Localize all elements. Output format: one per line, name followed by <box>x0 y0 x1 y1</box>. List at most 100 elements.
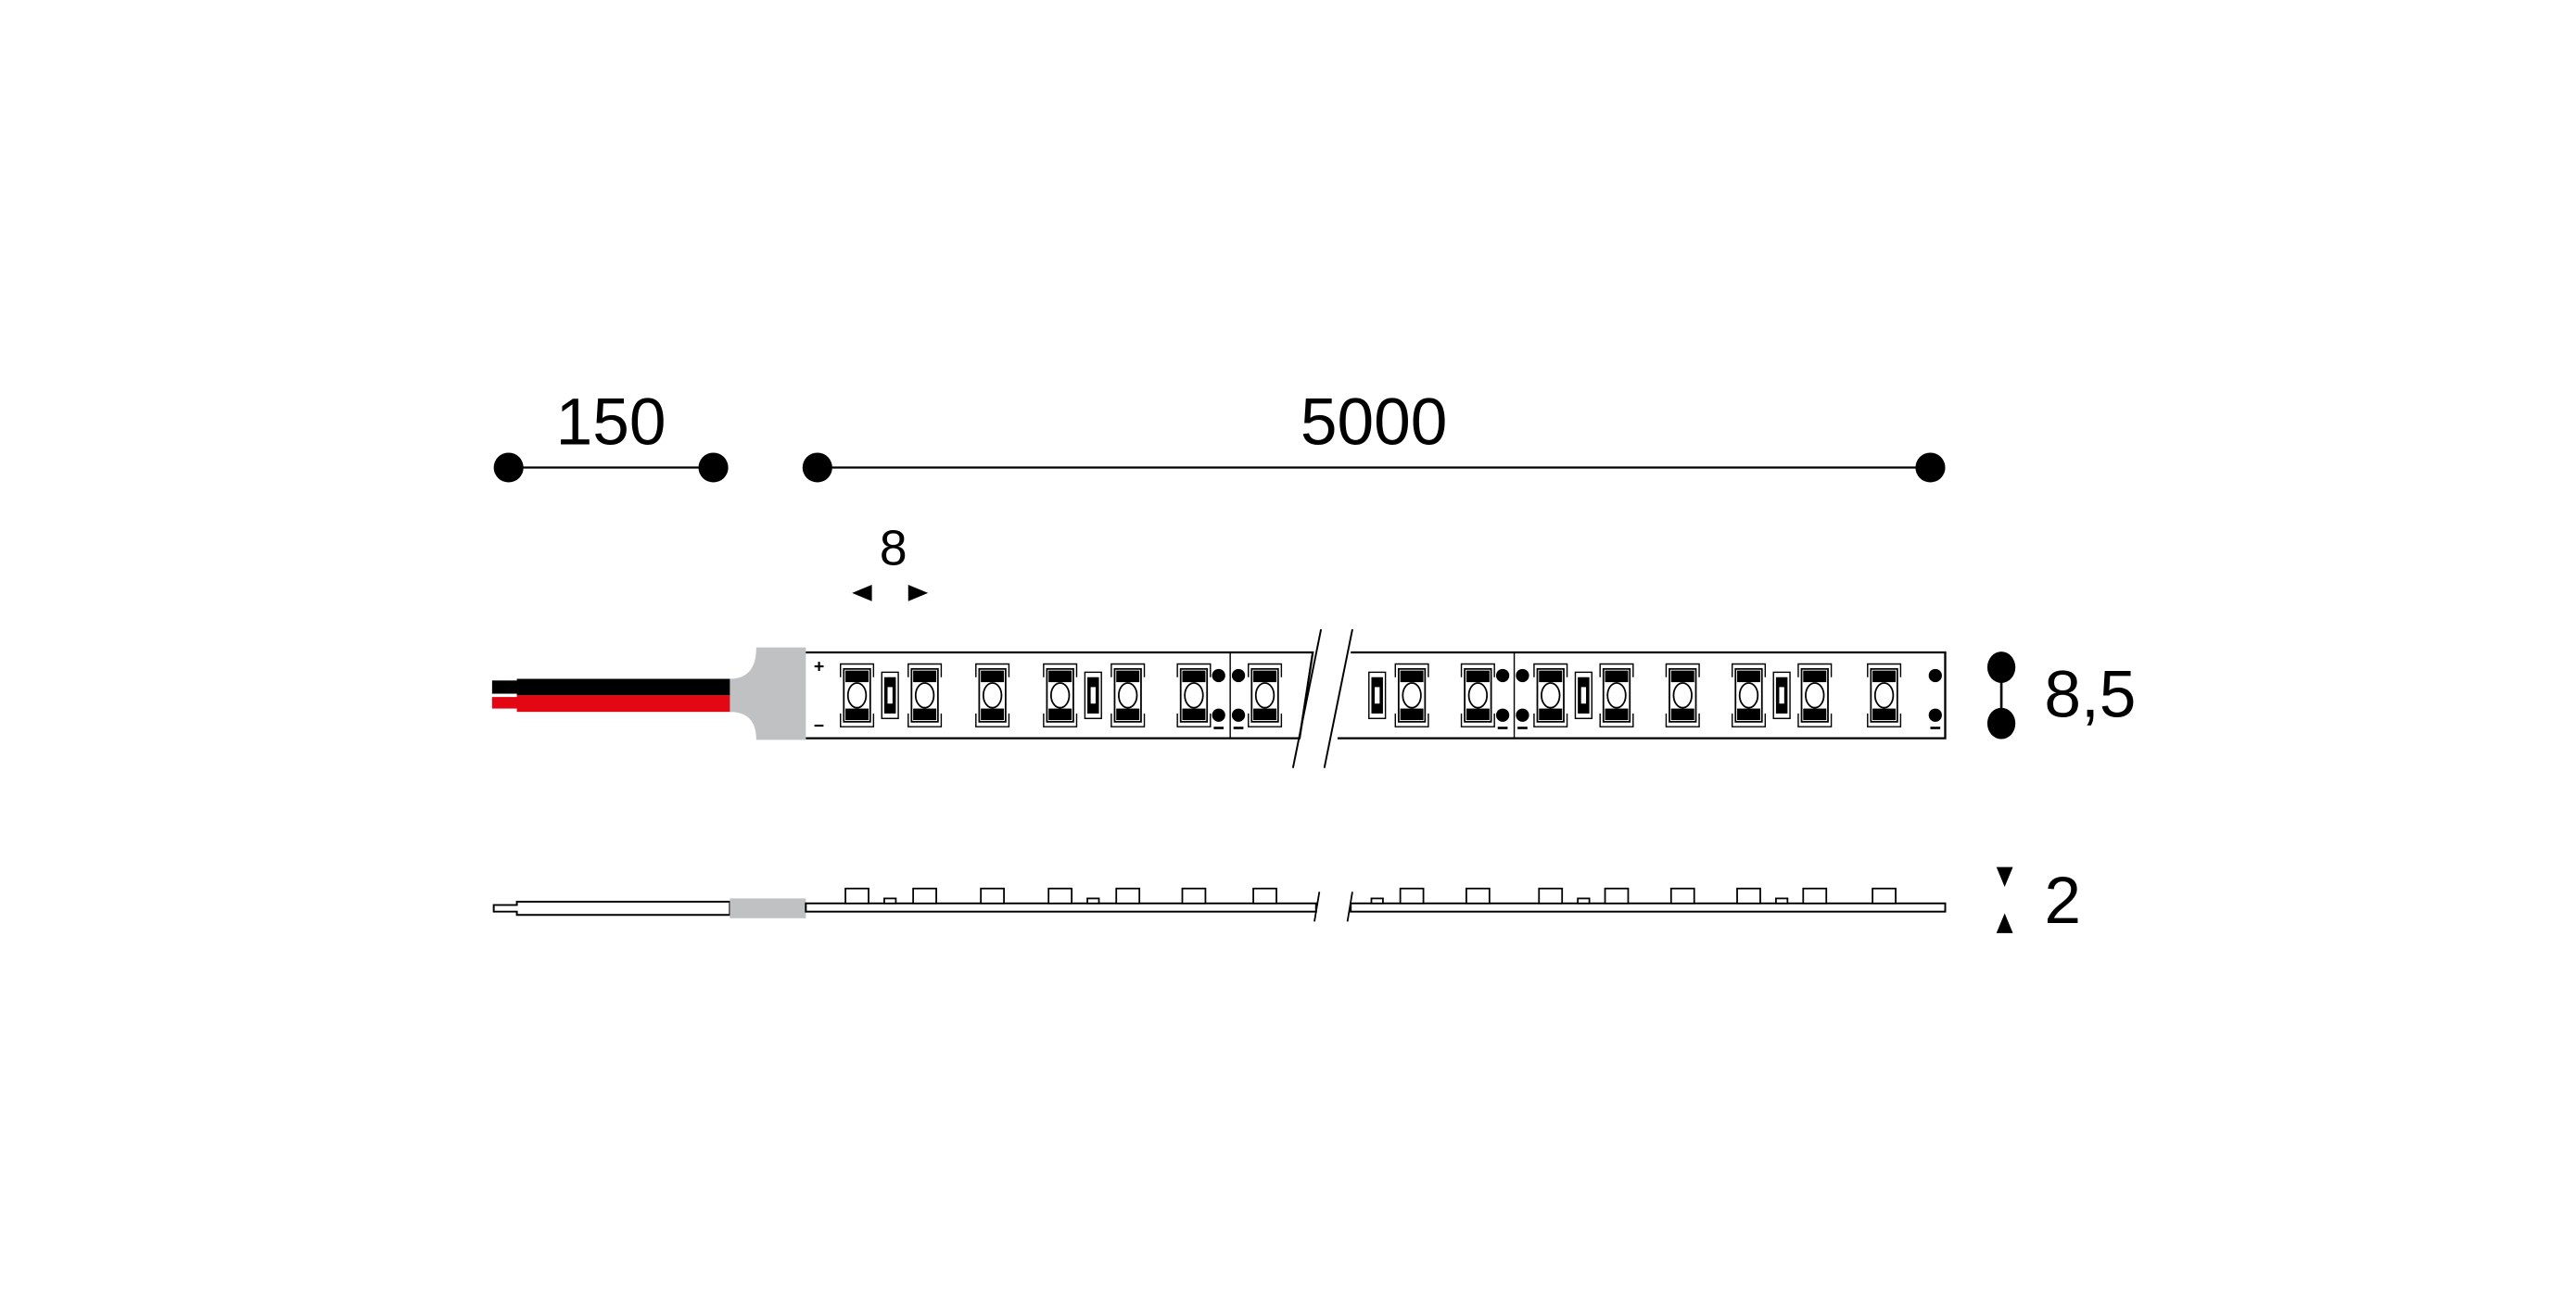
plus-marker: + <box>814 656 824 677</box>
led-lens <box>1541 682 1561 709</box>
minus-mark <box>1213 727 1225 729</box>
resistor-window <box>1375 687 1380 704</box>
led-lens <box>1606 682 1627 709</box>
led-lens <box>982 682 1003 709</box>
led-lens <box>1738 682 1759 709</box>
led-bracket <box>1867 663 1902 727</box>
led-pad <box>845 670 869 683</box>
led-chip <box>840 663 875 727</box>
led-bracket <box>907 663 943 727</box>
led-chip <box>1533 663 1568 727</box>
strip-length-dimension: 5000 <box>802 386 1946 483</box>
strip-top-view: + − <box>491 628 1947 768</box>
led-pad <box>1737 670 1760 683</box>
led-chip-side <box>1252 887 1277 904</box>
led-pad <box>1048 708 1072 721</box>
led-chip-side <box>1399 887 1425 904</box>
strip-width-dimension: 8,5 <box>1986 651 2136 740</box>
solder-pad <box>1231 668 1246 683</box>
led-bracket <box>1176 663 1212 727</box>
cable-length-dimension: 150 <box>493 386 729 483</box>
led-pad <box>1400 670 1424 683</box>
strip-height-label: 2 <box>2044 864 2081 938</box>
solder-pad <box>1495 708 1510 722</box>
led-pad <box>1466 670 1490 683</box>
strip-side-right <box>1350 902 1947 913</box>
minus-mark <box>1233 727 1244 729</box>
resistor-side <box>1086 897 1100 904</box>
wire-positive <box>516 695 732 713</box>
led-pitch-label: 8 <box>880 522 907 576</box>
led-pad <box>1539 708 1563 721</box>
led-chip <box>1797 663 1833 727</box>
led-chip-side <box>1872 887 1897 904</box>
strip-body-right <box>1337 651 1947 740</box>
led-pad <box>1737 708 1760 721</box>
cable-side <box>492 901 731 917</box>
led-pad <box>1182 708 1206 721</box>
led-chip <box>907 663 943 727</box>
led-chip <box>1867 663 1902 727</box>
minus-mark <box>1517 727 1528 729</box>
led-pad <box>913 670 937 683</box>
led-pad <box>1253 708 1277 721</box>
led-chip <box>1176 663 1212 727</box>
led-pitch-dimension: 8 <box>852 522 929 601</box>
led-chip-side <box>1538 887 1564 904</box>
led-pad <box>1466 708 1490 721</box>
led-pad <box>1605 708 1629 721</box>
led-chip <box>975 663 1010 727</box>
led-chip-side <box>1604 887 1630 904</box>
led-bracket <box>1460 663 1495 727</box>
led-chip <box>1394 663 1429 727</box>
resistor-window <box>1090 687 1096 704</box>
led-pad <box>1539 670 1563 683</box>
connector <box>730 647 806 740</box>
led-lens <box>1402 682 1422 709</box>
arrow-up-icon <box>1996 913 2013 933</box>
led-pad <box>981 708 1005 721</box>
led-pad <box>1872 708 1897 721</box>
led-bracket <box>1797 663 1833 727</box>
led-bracket <box>1599 663 1634 727</box>
led-pad <box>1182 670 1206 683</box>
led-chip-side <box>1802 887 1828 904</box>
resistor-window <box>887 687 893 704</box>
resistor-side <box>1577 897 1591 904</box>
led-lens <box>1254 682 1275 709</box>
led-chip-side <box>1181 887 1207 904</box>
arrow-left-icon <box>852 584 872 601</box>
led-chip-side <box>912 887 937 904</box>
led-bracket <box>1731 663 1767 727</box>
led-chip <box>1110 663 1146 727</box>
resistor-side <box>1775 897 1789 904</box>
led-chip-side <box>980 887 1005 904</box>
resistor-side <box>883 897 897 904</box>
solder-pad <box>1928 708 1942 722</box>
led-pad <box>1400 708 1424 721</box>
led-chip-side <box>1115 887 1141 904</box>
strip-body-left <box>806 651 1314 740</box>
led-bracket <box>1110 663 1146 727</box>
resistor-side <box>1370 897 1384 904</box>
break-line <box>1291 628 1323 768</box>
led-pad <box>1605 670 1629 683</box>
led-lens <box>1805 682 1825 709</box>
led-pad <box>1253 670 1277 683</box>
led-chip-side <box>1736 887 1761 904</box>
minus-mark <box>1930 727 1941 729</box>
led-lens <box>1672 682 1693 709</box>
minus-mark <box>1497 727 1508 729</box>
led-pad <box>1670 670 1694 683</box>
cable-length-label: 150 <box>556 386 666 460</box>
solder-pad <box>1231 708 1246 722</box>
wire-stub-negative <box>491 680 519 694</box>
led-bracket <box>1248 663 1283 727</box>
led-chip-side <box>844 887 869 904</box>
led-lens <box>1467 682 1489 709</box>
led-chip <box>1043 663 1078 727</box>
led-bracket <box>1043 663 1078 727</box>
led-pad <box>1803 670 1827 683</box>
resistor <box>881 671 899 719</box>
